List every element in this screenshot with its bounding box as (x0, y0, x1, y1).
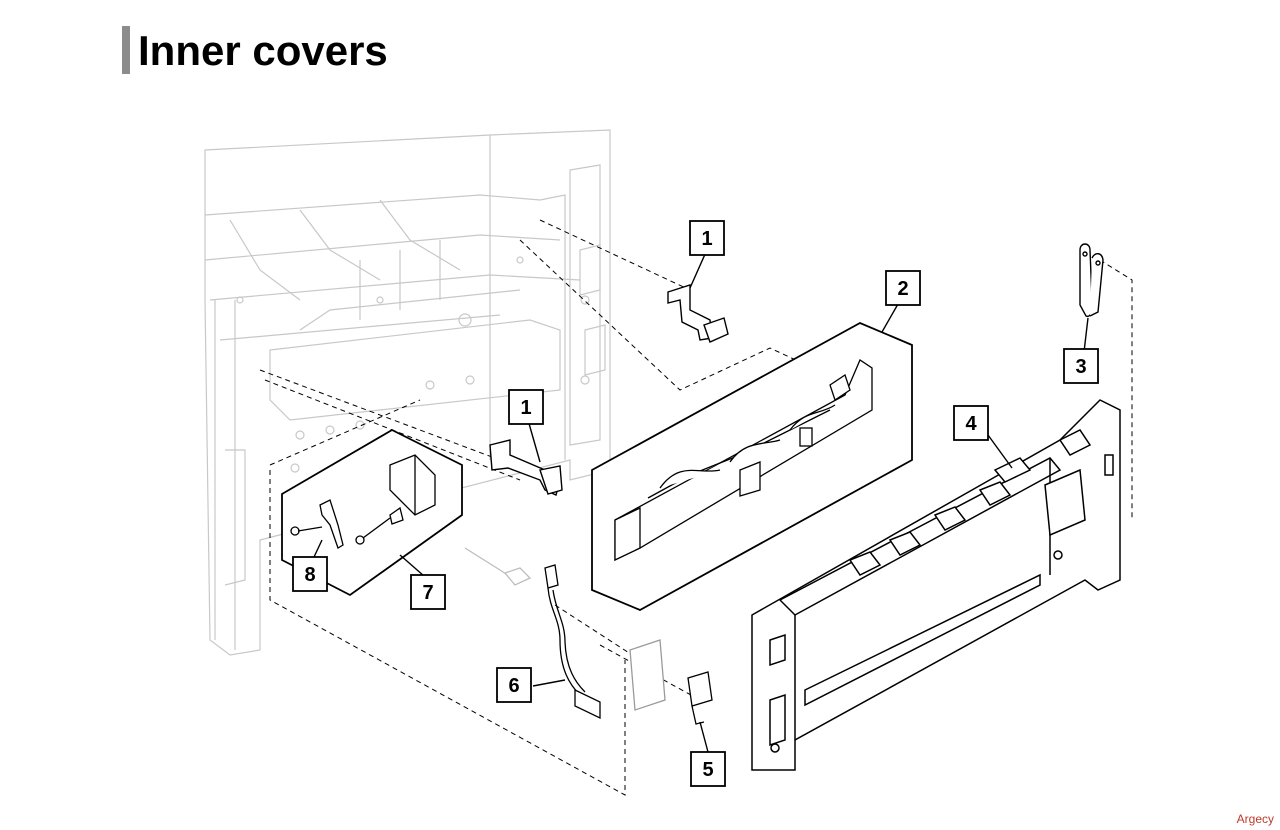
callout-leader (399, 554, 425, 577)
callout-leader (1083, 317, 1089, 353)
callout-1-top: 1 (689, 220, 725, 256)
callout-leader (313, 539, 323, 558)
callout-5: 5 (690, 751, 726, 787)
callout-7: 7 (410, 574, 446, 610)
callout-label: 1 (520, 397, 531, 419)
callout-1-lower: 1 (508, 389, 544, 425)
part-5-switch (629, 639, 713, 725)
part-7-cover-box (281, 428, 463, 597)
callout-3: 3 (1063, 348, 1099, 384)
title-accent-bar (122, 26, 130, 74)
callout-2: 2 (885, 270, 921, 306)
callout-label: 2 (897, 278, 908, 300)
watermark-text: Argecy (1236, 812, 1274, 826)
callout-leader (689, 251, 707, 289)
part-1-upper-bracket (667, 284, 729, 343)
callout-8: 8 (292, 556, 328, 592)
callout-label: 1 (701, 228, 712, 250)
callout-leader (699, 721, 709, 753)
printer-frame-ghost (204, 129, 611, 656)
callout-leader (527, 419, 541, 463)
part-1-lower-bracket (489, 439, 563, 496)
part-3-handle (1079, 243, 1104, 318)
callout-label: 4 (965, 413, 977, 435)
callout-label: 7 (422, 582, 433, 604)
callout-6: 6 (496, 667, 532, 703)
part-4-inner-frame (751, 399, 1121, 771)
callout-label: 5 (702, 759, 713, 781)
callout-leader (532, 679, 566, 687)
callout-label: 3 (1075, 356, 1086, 378)
page-title: Inner covers (138, 27, 388, 74)
part-2-cover-assembly (591, 322, 913, 611)
callout-leader (987, 434, 1013, 469)
callout-4: 4 (953, 405, 989, 441)
callout-label: 8 (304, 564, 315, 586)
part-6-harness (464, 547, 601, 720)
callout-label: 6 (508, 675, 519, 697)
callout-leader (881, 303, 899, 333)
